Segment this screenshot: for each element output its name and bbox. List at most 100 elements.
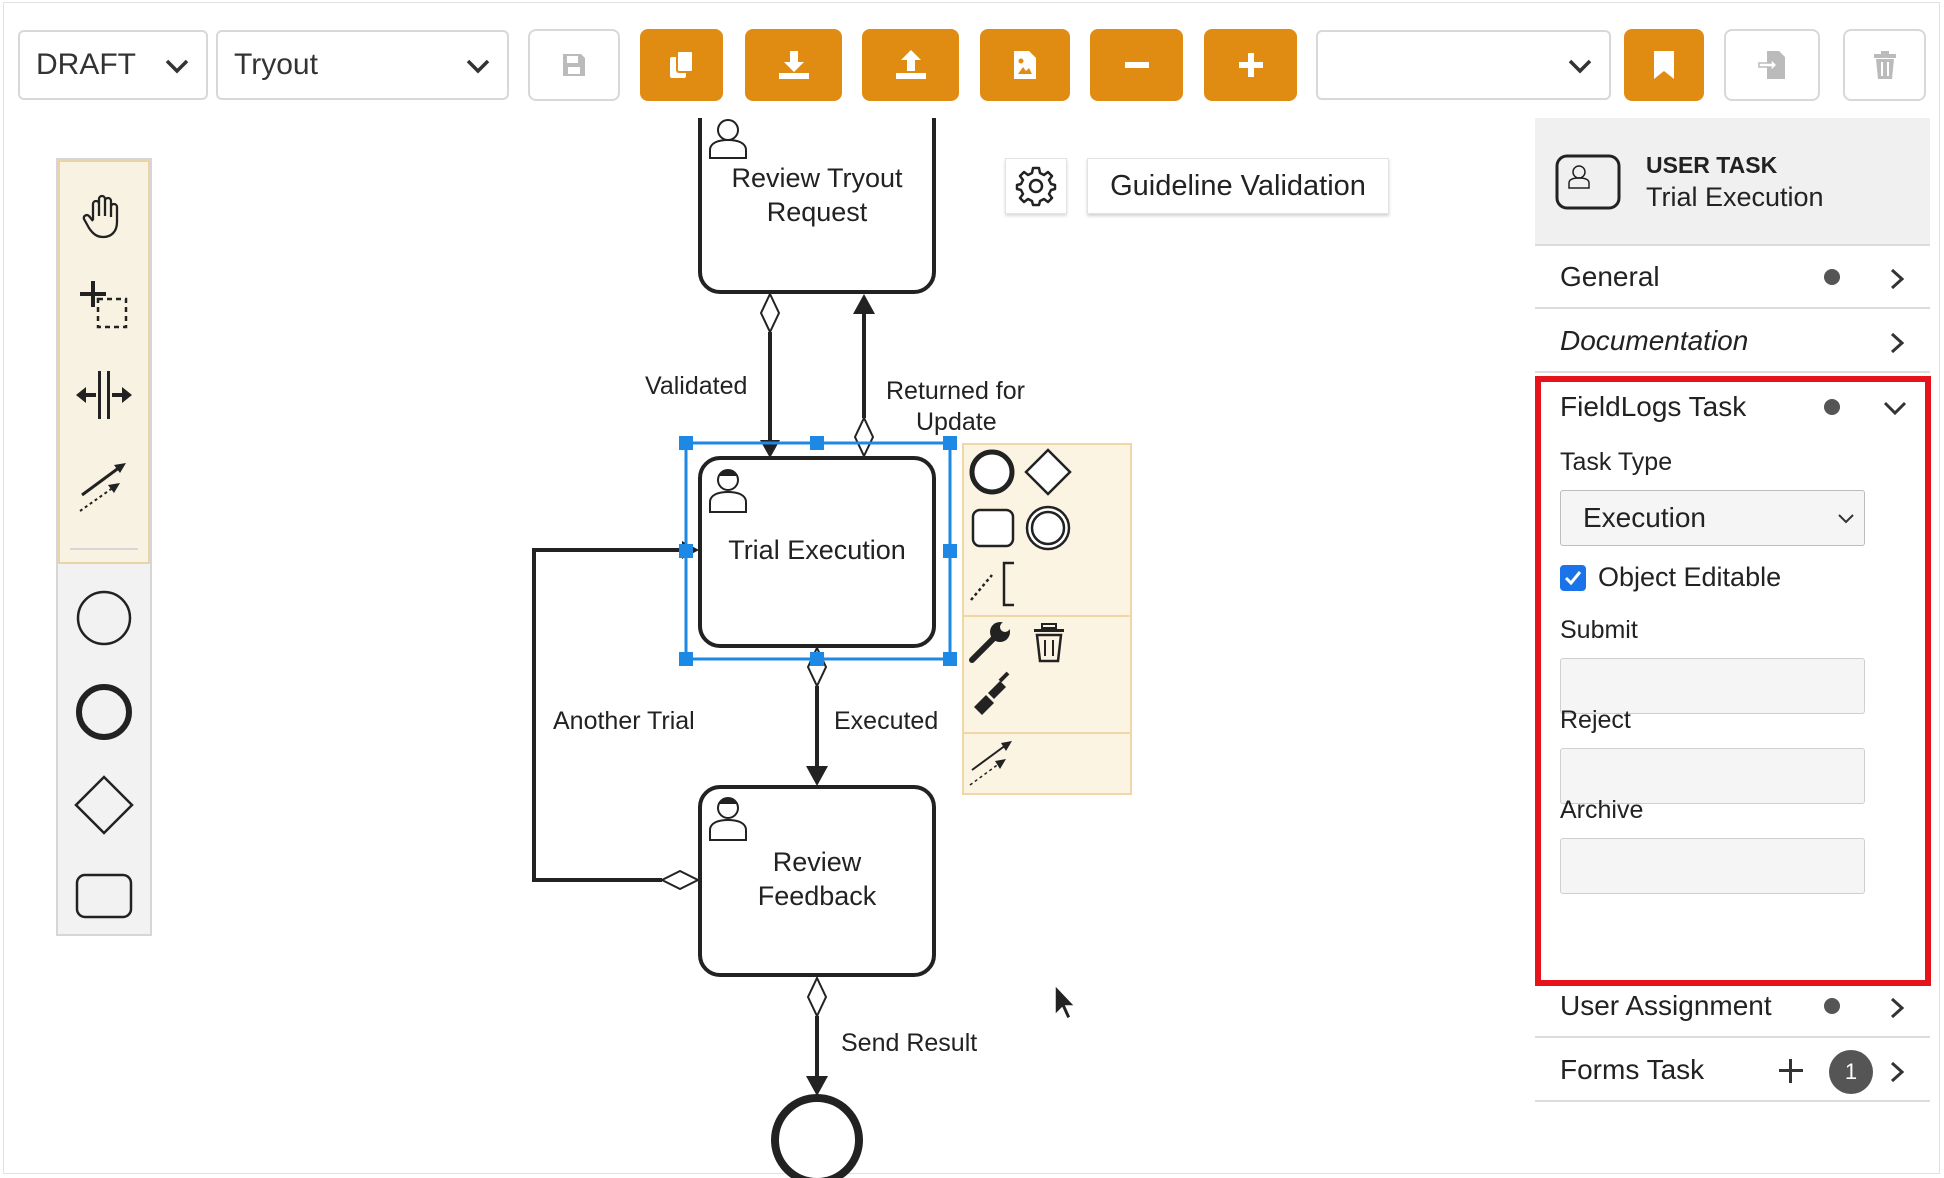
section-forms-task-label: Forms Task	[1560, 1054, 1705, 1085]
append-intermediate-event-icon[interactable]	[1025, 505, 1071, 551]
element-name-label: Trial Execution	[1646, 182, 1824, 212]
flow-label-returned-line2: Update	[916, 408, 997, 436]
image-file-icon	[1014, 51, 1036, 79]
trash-icon	[1873, 51, 1896, 79]
connect-icon[interactable]	[969, 741, 1012, 786]
lasso-tool[interactable]	[58, 268, 150, 342]
section-general[interactable]: General	[1535, 247, 1930, 309]
minus-icon	[1124, 62, 1149, 68]
append-text-annotation-icon[interactable]	[970, 561, 1014, 607]
chevron-down-icon	[1568, 59, 1592, 74]
gateway-icon	[74, 775, 134, 835]
end-event[interactable]	[771, 1094, 863, 1178]
chevron-right-icon	[1890, 997, 1905, 1019]
zoom-in-button[interactable]	[1204, 29, 1297, 101]
section-forms-task[interactable]: Forms Task 1	[1535, 1040, 1930, 1102]
section-user-assignment-label: User Assignment	[1560, 990, 1772, 1021]
task-type-label: Task Type	[1560, 448, 1673, 476]
palette-tools-group	[58, 160, 150, 564]
download-button[interactable]	[745, 29, 842, 101]
user-icon	[709, 469, 747, 513]
plus-icon[interactable]	[1777, 1057, 1805, 1085]
guideline-validation-button[interactable]: Guideline Validation	[1087, 158, 1389, 214]
section-documentation-label: Documentation	[1560, 325, 1749, 356]
reject-input[interactable]	[1560, 748, 1865, 804]
flow-executed[interactable]	[806, 645, 828, 786]
version-select[interactable]	[1316, 30, 1611, 100]
user-icon	[709, 119, 747, 159]
highlight-annotation	[1535, 376, 1931, 986]
paint-brush-icon[interactable]	[974, 671, 1010, 715]
chevron-right-icon	[1890, 268, 1905, 290]
copy-button[interactable]	[640, 29, 723, 101]
section-status-dot	[1824, 998, 1840, 1014]
append-gateway-icon[interactable]	[1024, 448, 1072, 496]
flow-label-send-result: Send Result	[841, 1029, 978, 1057]
task-label-line: Trial Execution	[728, 535, 906, 565]
user-icon	[709, 797, 747, 841]
gear-icon	[1015, 166, 1057, 207]
upload-button[interactable]	[862, 29, 959, 101]
submit-input[interactable]	[1560, 658, 1865, 714]
flow-label-returned-line1: Returned for	[886, 377, 1025, 405]
status-select[interactable]: DRAFT	[18, 30, 208, 100]
append-task-icon[interactable]	[971, 508, 1015, 548]
start-event-tool[interactable]	[58, 578, 150, 658]
hand-tool[interactable]	[58, 180, 150, 250]
end-event-tool[interactable]	[58, 672, 150, 752]
selection-frame[interactable]	[679, 436, 957, 666]
bookmark-button[interactable]	[1624, 29, 1704, 101]
chevron-down-icon	[1883, 401, 1907, 416]
task-review-tryout-request[interactable]	[698, 118, 936, 294]
section-status-dot	[1824, 399, 1840, 415]
section-fieldlogs-task[interactable]: FieldLogs Task	[1535, 376, 1930, 438]
save-icon	[563, 54, 585, 76]
process-select[interactable]: Tryout	[216, 30, 509, 100]
bookmark-icon	[1654, 51, 1674, 79]
chevron-right-icon	[1890, 1061, 1905, 1083]
space-tool-icon	[76, 371, 132, 419]
section-user-assignment[interactable]: User Assignment	[1535, 976, 1930, 1038]
reject-label: Reject	[1560, 706, 1631, 734]
download-icon	[778, 51, 809, 79]
task-label-line: Request	[766, 197, 868, 227]
flow-label-executed: Executed	[834, 707, 939, 735]
upload-icon	[895, 50, 926, 79]
export-image-button[interactable]	[980, 29, 1070, 101]
space-tool[interactable]	[58, 358, 150, 432]
global-connect-tool[interactable]	[58, 450, 150, 524]
task-review-feedback[interactable]	[698, 785, 936, 977]
context-pad-divider	[964, 732, 1130, 734]
flow-returned-for-update[interactable]	[853, 294, 875, 459]
gateway-tool[interactable]	[58, 765, 150, 845]
wrench-icon[interactable]	[969, 622, 1010, 663]
zoom-out-button[interactable]	[1090, 29, 1183, 101]
global-connect-icon	[79, 463, 126, 512]
chevron-down-icon	[165, 59, 189, 74]
task-label-line: Review Tryout	[731, 163, 903, 193]
delete-button[interactable]	[1843, 29, 1926, 101]
plus-icon	[1238, 53, 1263, 77]
forms-task-count-badge: 1	[1829, 1050, 1873, 1094]
section-documentation[interactable]: Documentation	[1535, 311, 1930, 373]
archive-input[interactable]	[1560, 838, 1865, 894]
task-label-line: Feedback	[757, 881, 877, 911]
delete-element-icon[interactable]	[1034, 623, 1064, 663]
task-type-select[interactable]: Execution	[1560, 490, 1865, 546]
save-button[interactable]	[528, 29, 620, 101]
chevron-down-icon	[466, 59, 490, 74]
append-end-event-icon[interactable]	[969, 449, 1015, 495]
flow-validated[interactable]	[759, 291, 781, 458]
object-editable-checkbox[interactable]	[1560, 564, 1586, 591]
flow-send-result[interactable]	[806, 975, 828, 1096]
task-tool[interactable]	[58, 858, 150, 934]
settings-button[interactable]	[1005, 158, 1067, 214]
task-type-value: Execution	[1583, 502, 1706, 533]
status-select-value: DRAFT	[36, 48, 136, 81]
context-pad-divider	[964, 615, 1130, 617]
hand-tool-icon	[82, 194, 119, 239]
flow-label-validated: Validated	[645, 372, 748, 400]
section-status-dot	[1824, 269, 1840, 285]
import-button[interactable]	[1724, 29, 1820, 101]
